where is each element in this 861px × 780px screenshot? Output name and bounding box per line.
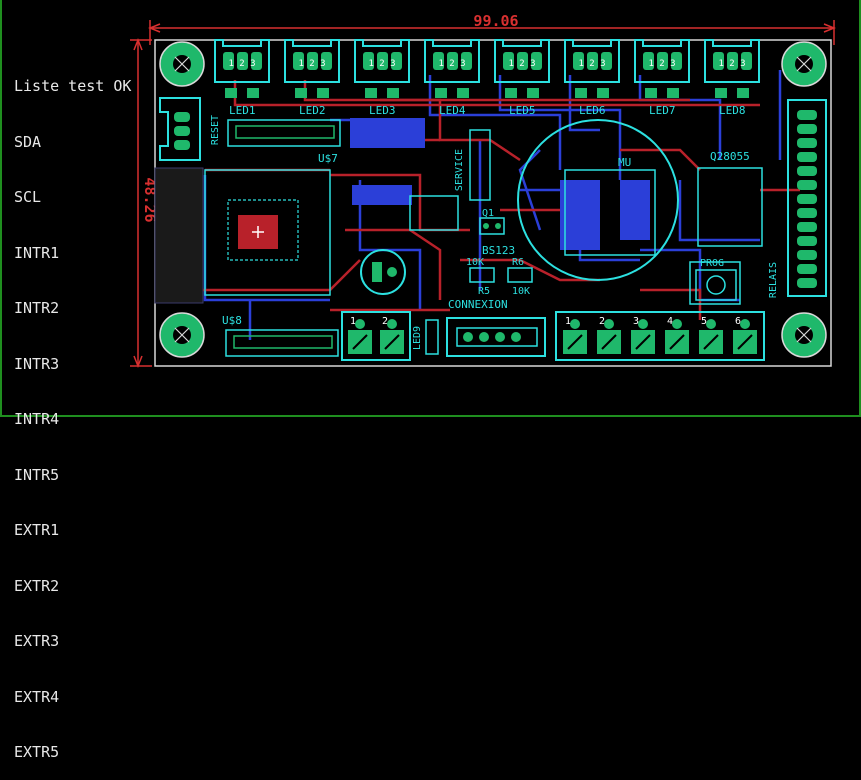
- led-label: LED3: [369, 104, 396, 117]
- left-mcu-chip: [154, 167, 331, 304]
- led-label: LED5: [509, 104, 536, 117]
- prog-label: PROG: [700, 258, 724, 269]
- q1-label: Q1: [482, 208, 494, 219]
- mu-label: MU: [618, 156, 631, 169]
- relais-label: RELAIS: [768, 262, 779, 298]
- note-line: SCL: [14, 188, 42, 206]
- led-pin-numbers: 1 2 3: [228, 59, 255, 69]
- connexion-connector[interactable]: [446, 317, 546, 357]
- led-pin-numbers: 1 2 3: [368, 59, 395, 69]
- note-line: SDA: [14, 132, 42, 151]
- led9-label: LED9: [412, 326, 423, 350]
- led-pin-numbers: 1 2 3: [718, 59, 745, 69]
- service-label: SERVICE: [454, 149, 465, 191]
- led-label: LED7: [649, 104, 676, 117]
- note-line: INTR3: [14, 354, 60, 373]
- note-line: INTR1: [14, 243, 60, 262]
- bs-label: BS123: [482, 244, 515, 257]
- top-copper: [200, 80, 800, 320]
- led-connector[interactable]: 1 2 3 LED5: [494, 39, 550, 117]
- r6-value: 10K: [512, 286, 530, 297]
- mounting-hole: [159, 41, 205, 87]
- u7-label: U$7: [318, 152, 338, 165]
- dimension-height: [130, 37, 152, 369]
- u8-label: U$8: [222, 314, 242, 327]
- resistors: [469, 267, 533, 283]
- u8-header: [225, 329, 339, 357]
- led-connector[interactable]: 1 2 3 LED6: [564, 39, 620, 117]
- led-connector[interactable]: 1 2 3 LED3: [354, 39, 410, 117]
- led-pin-numbers: 1 2 3: [648, 59, 675, 69]
- dimension-width: [147, 20, 837, 45]
- note-line: INTR5: [14, 465, 60, 484]
- note-line: EXTR4: [14, 687, 60, 706]
- led-connector[interactable]: 1 2 3 LED7: [634, 39, 690, 117]
- led-pin-numbers: 1 2 3: [578, 59, 605, 69]
- terminal-number: 6: [735, 316, 741, 327]
- mounting-hole: [159, 312, 205, 358]
- led-label: LED1: [229, 104, 256, 117]
- viewport-frame: [0, 0, 861, 417]
- terminal-number: 2: [382, 316, 388, 327]
- terminal-number: 5: [701, 316, 707, 327]
- reset-connector[interactable]: [159, 97, 201, 161]
- note-line: EXTR3: [14, 632, 60, 650]
- mu-outline: [517, 119, 679, 281]
- terminal-number: 4: [667, 316, 673, 327]
- led-connector[interactable]: 1 2 3 LED1: [214, 39, 270, 117]
- led-label: LED6: [579, 104, 606, 117]
- terminal-number: 1: [565, 316, 571, 327]
- chip-label: Q28055: [710, 150, 750, 163]
- smd-cluster: [350, 118, 650, 250]
- led-connector[interactable]: 1 2 3 LED2: [284, 39, 340, 117]
- led-pin-numbers: 1 2 3: [298, 59, 325, 69]
- terminal-number: 1: [350, 316, 356, 327]
- prog-button[interactable]: [695, 269, 737, 301]
- r5-label: R5: [478, 286, 490, 297]
- note-line: INTR2: [14, 299, 60, 317]
- note-line: Liste test OK: [14, 77, 132, 95]
- note-line: EXTR1: [14, 521, 60, 539]
- terminal-block-right[interactable]: 1 2 3 4 5 6: [555, 311, 765, 361]
- capacitor: [360, 249, 406, 295]
- note-line: EXTR5: [14, 743, 60, 761]
- u7-header: [227, 119, 341, 147]
- led-label: LED2: [299, 104, 326, 117]
- led-label: LED8: [719, 104, 746, 117]
- chip-outlines: [409, 129, 763, 305]
- led-connector[interactable]: 1 2 3 LED8: [704, 39, 760, 117]
- r6-label: R6: [512, 257, 524, 268]
- mounting-hole: [781, 312, 827, 358]
- led9: [425, 319, 439, 355]
- mounting-holes: [159, 41, 827, 358]
- r5-value: 10K: [466, 257, 484, 268]
- relais-connector[interactable]: [787, 99, 827, 297]
- led-pin-numbers: 1 2 3: [438, 59, 465, 69]
- dimension-width-text: 99.06: [473, 12, 518, 30]
- led-pin-numbers: 1 2 3: [508, 59, 535, 69]
- q1-transistor: [479, 217, 505, 235]
- pcb-board[interactable]: 99.06 48.26: [0, 0, 861, 417]
- led-label: LED4: [439, 104, 466, 117]
- note-line: EXTR2: [14, 576, 60, 595]
- terminal-number: 2: [599, 316, 605, 327]
- mounting-hole: [781, 41, 827, 87]
- reset-label: RESET: [210, 115, 221, 145]
- connexion-label: CONNEXION: [448, 298, 508, 311]
- led-connector[interactable]: 1 2 3 LED4: [424, 39, 480, 117]
- terminal-number: 3: [633, 316, 639, 327]
